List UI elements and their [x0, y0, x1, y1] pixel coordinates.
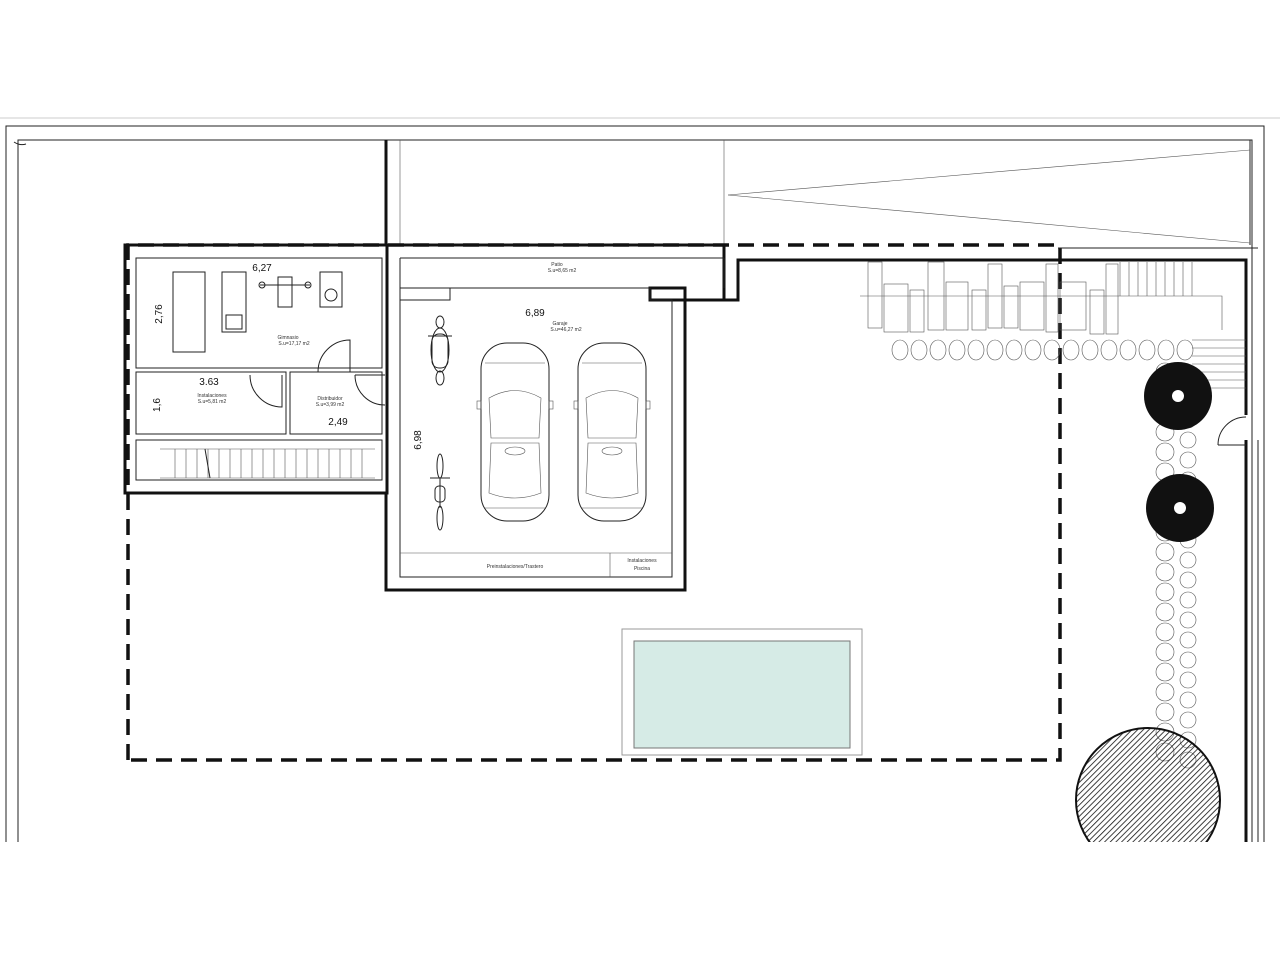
north-mark	[13, 141, 27, 146]
pool	[621, 628, 863, 756]
terrace-loungers	[867, 261, 1119, 335]
basement-walls	[123, 243, 1259, 842]
label-garage-area: S.u=46,27 m2	[550, 327, 581, 333]
dim-garage-width: 6,89	[525, 308, 545, 319]
dim-storage-width: 3.63	[199, 377, 219, 388]
label-hall-name: Distribuidor	[317, 396, 343, 402]
gym-equipment-icon	[172, 271, 343, 353]
label-storage-area: S.u=5,81 m2	[198, 399, 227, 405]
label-utility-right-2: Piscina	[634, 566, 650, 572]
building-footprint	[126, 243, 1062, 762]
plot-boundary	[5, 125, 1265, 842]
bicycle-icon	[430, 453, 450, 531]
label-utility-left: Preinstalaciones/Trastero	[487, 564, 544, 570]
label-patio-name: Patio	[551, 262, 563, 268]
dim-gym-height: 2,76	[154, 304, 165, 324]
label-storage-name: Instalaciones	[197, 393, 227, 399]
car-icon	[573, 342, 651, 522]
tree-icon	[1146, 474, 1214, 542]
staircase	[160, 448, 375, 479]
doors	[249, 339, 1247, 446]
terrace-rail	[860, 295, 1223, 330]
dim-garage-height: 6,98	[413, 430, 424, 450]
label-garage-name: Garaje	[552, 321, 567, 327]
label-utility-right-1: Instalaciones	[627, 558, 657, 564]
car-icon	[476, 342, 554, 522]
dim-storage-height: 1,6	[152, 398, 163, 412]
label-gym-area: S.u=17,17 m2	[278, 341, 309, 347]
label-hall-area: S.u=3,99 m2	[316, 402, 345, 408]
dim-hall-width: 2,49	[328, 417, 348, 428]
yard-lines	[384, 140, 1251, 245]
label-gym-name: Gimnasio	[277, 335, 298, 341]
dim-gym-width: 6,27	[252, 263, 272, 274]
label-patio-area: S.u=8,65 m2	[548, 268, 577, 274]
tree-icon	[1144, 362, 1212, 430]
page-bottom-margin	[0, 842, 1280, 960]
motorcycle-icon	[428, 315, 452, 386]
